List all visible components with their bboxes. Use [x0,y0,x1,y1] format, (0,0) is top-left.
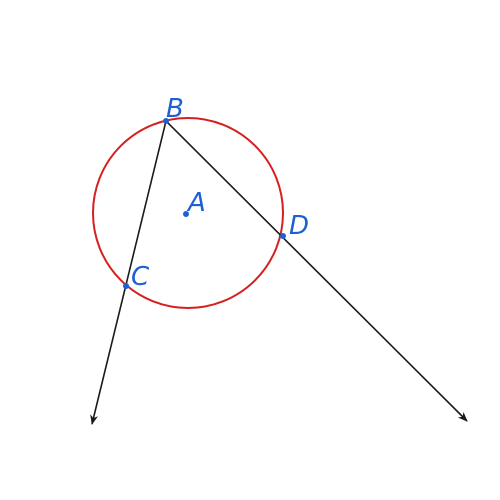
point-d [280,233,286,239]
ray-bc [90,120,167,425]
circle-a [92,117,284,309]
point-b [163,118,169,124]
ray-bd [165,120,468,422]
point-c [123,283,129,289]
point-a [183,211,189,217]
label-a: A [186,188,206,218]
label-c: C [131,262,150,292]
label-d: D [289,211,309,241]
label-b: B [166,94,184,124]
